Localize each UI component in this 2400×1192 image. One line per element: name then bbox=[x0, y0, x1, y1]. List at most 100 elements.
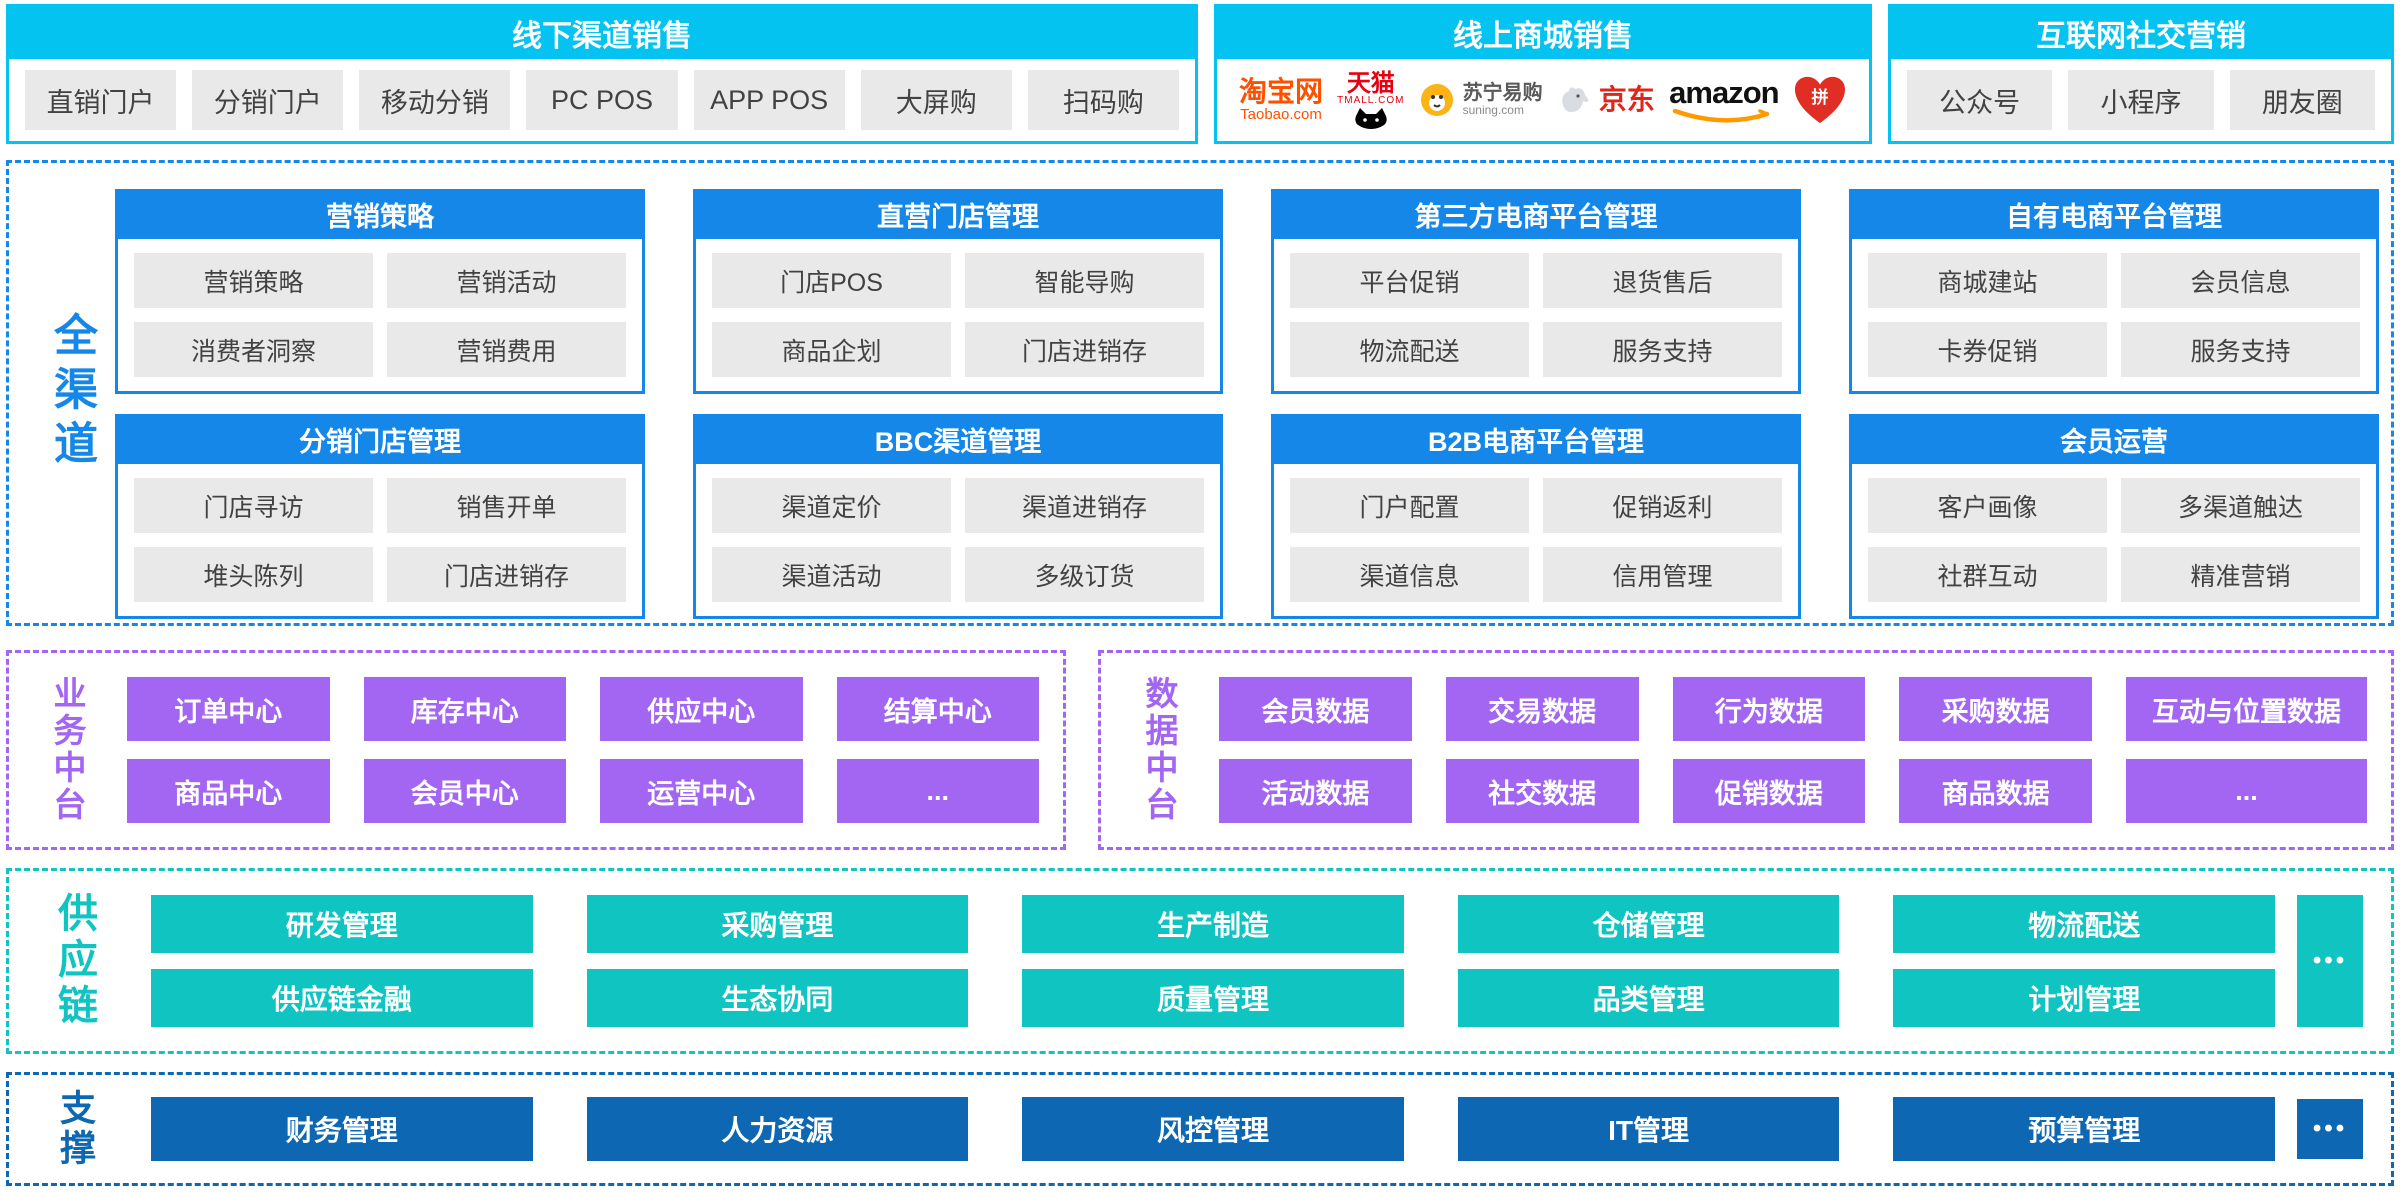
card-third-party-ecommerce: 第三方电商平台管理 平台促销 退货售后 物流配送 服务支持 bbox=[1271, 189, 1801, 394]
social-item-official-account: 公众号 bbox=[1907, 70, 2053, 130]
omni-channel-section: 全渠道 营销策略 营销策略 营销活动 消费者洞察 营销费用 直营门店管理 门店P… bbox=[6, 160, 2394, 626]
card-item: 服务支持 bbox=[2121, 322, 2360, 377]
supply-block-supply-chain-finance: 供应链金融 bbox=[151, 969, 533, 1027]
taobao-logo: 淘宝网 Taobao.com bbox=[1239, 77, 1323, 122]
card-item: 商城建站 bbox=[1868, 253, 2107, 308]
offline-channel-items: 直销门户 分销门户 移动分销 PC POS APP POS 大屏购 扫码购 bbox=[9, 59, 1195, 141]
panel-offline-channel: 线下渠道销售 直销门户 分销门户 移动分销 PC POS APP POS 大屏购… bbox=[6, 4, 1198, 144]
card-item: 渠道信息 bbox=[1290, 547, 1529, 602]
support-more: ••• bbox=[2297, 1099, 2363, 1159]
support-block-budget-mgmt: 预算管理 bbox=[1893, 1097, 2275, 1161]
card-body: 客户画像 多渠道触达 社群互动 精准营销 bbox=[1849, 464, 2379, 619]
card-item: 客户画像 bbox=[1868, 478, 2107, 533]
supply-block-procurement-mgmt: 采购管理 bbox=[586, 895, 969, 953]
business-platform-section: 业务中台 订单中心 库存中心 供应中心 结算中心 商品中心 会员中心 运营中心 … bbox=[6, 650, 1066, 850]
support-label: 支撑 bbox=[55, 1089, 96, 1169]
amazon-smile-icon bbox=[1672, 108, 1770, 122]
card-item: 门店进销存 bbox=[387, 547, 626, 602]
card-title: 第三方电商平台管理 bbox=[1271, 189, 1801, 239]
suning-logo: 苏宁易购 suning.com bbox=[1419, 82, 1543, 118]
offline-item-big-screen: 大屏购 bbox=[860, 70, 1012, 130]
support-grid: 财务管理 人力资源 风控管理 IT管理 预算管理 bbox=[151, 1097, 2275, 1161]
offline-item-app-pos: APP POS bbox=[693, 70, 845, 130]
card-item: 营销活动 bbox=[387, 253, 626, 308]
card-item: 促销返利 bbox=[1543, 478, 1782, 533]
panel-online-mall: 线上商城销售 淘宝网 Taobao.com 天猫 TMALL.COM bbox=[1214, 4, 1872, 144]
card-item: 门店进销存 bbox=[965, 322, 1204, 377]
business-block-inventory-center: 库存中心 bbox=[363, 677, 566, 741]
supply-chain-more: ••• bbox=[2297, 895, 2363, 1027]
data-block-more: ... bbox=[2126, 759, 2367, 823]
card-item: 卡券促销 bbox=[1868, 322, 2107, 377]
card-item: 门店POS bbox=[712, 253, 951, 308]
supply-block-quality-mgmt: 质量管理 bbox=[1022, 969, 1404, 1027]
card-item: 平台促销 bbox=[1290, 253, 1529, 308]
card-item: 多级订货 bbox=[965, 547, 1204, 602]
card-title: BBC渠道管理 bbox=[693, 414, 1223, 464]
card-item: 商品企划 bbox=[712, 322, 951, 377]
omni-row-2: 分销门店管理 门店寻访 销售开单 堆头陈列 门店进销存 BBC渠道管理 渠道定价… bbox=[115, 414, 2379, 619]
card-title: 自有电商平台管理 bbox=[1849, 189, 2379, 239]
data-block-member-data: 会员数据 bbox=[1219, 677, 1412, 741]
tmall-logo: 天猫 TMALL.COM bbox=[1337, 71, 1404, 129]
support-block-risk-mgmt: 风控管理 bbox=[1022, 1097, 1404, 1161]
card-b2b-ecommerce-mgmt: B2B电商平台管理 门户配置 促销返利 渠道信息 信用管理 bbox=[1271, 414, 1801, 619]
support-section: 支撑 财务管理 人力资源 风控管理 IT管理 预算管理 ••• bbox=[6, 1072, 2394, 1186]
data-block-promotion-data: 促销数据 bbox=[1672, 759, 1866, 823]
card-item: 渠道活动 bbox=[712, 547, 951, 602]
data-block-behavior-data: 行为数据 bbox=[1672, 677, 1866, 741]
omni-card-grid: 营销策略 营销策略 营销活动 消费者洞察 营销费用 直营门店管理 门店POS 智… bbox=[115, 189, 2379, 619]
card-title: 营销策略 bbox=[115, 189, 645, 239]
card-item: 社群互动 bbox=[1868, 547, 2107, 602]
business-platform-grid: 订单中心 库存中心 供应中心 结算中心 商品中心 会员中心 运营中心 ... bbox=[127, 677, 1039, 823]
tmall-cat-icon bbox=[1355, 107, 1387, 129]
tmall-subtext: TMALL.COM bbox=[1337, 95, 1405, 107]
omni-channel-label: 全渠道 bbox=[47, 312, 96, 474]
supply-block-warehouse-mgmt: 仓储管理 bbox=[1457, 895, 1840, 953]
data-block-procurement-data: 采购数据 bbox=[1899, 677, 2093, 741]
suning-subtext: suning.com bbox=[1462, 103, 1524, 118]
card-item: 销售开单 bbox=[387, 478, 626, 533]
data-block-product-data: 商品数据 bbox=[1899, 759, 2093, 823]
card-own-ecommerce: 自有电商平台管理 商城建站 会员信息 卡券促销 服务支持 bbox=[1849, 189, 2379, 394]
data-block-social-data: 社交数据 bbox=[1445, 759, 1639, 823]
taobao-subtext: Taobao.com bbox=[1240, 105, 1322, 123]
social-marketing-title: 互联网社交营销 bbox=[1891, 7, 2391, 59]
card-item: 营销费用 bbox=[387, 322, 626, 377]
social-item-moments: 朋友圈 bbox=[2229, 70, 2375, 130]
card-title: 直营门店管理 bbox=[693, 189, 1223, 239]
supply-block-manufacturing: 生产制造 bbox=[1022, 895, 1404, 953]
card-item: 门户配置 bbox=[1290, 478, 1529, 533]
card-direct-store-mgmt: 直营门店管理 门店POS 智能导购 商品企划 门店进销存 bbox=[693, 189, 1223, 394]
offline-item-pc-pos: PC POS bbox=[526, 70, 678, 130]
amazon-text: amazon bbox=[1669, 74, 1779, 110]
offline-channel-title: 线下渠道销售 bbox=[9, 7, 1195, 59]
jd-dog-icon bbox=[1561, 87, 1589, 112]
card-bbc-channel-mgmt: BBC渠道管理 渠道定价 渠道进销存 渠道活动 多级订货 bbox=[693, 414, 1223, 619]
social-marketing-items: 公众号 小程序 朋友圈 bbox=[1891, 59, 2391, 141]
card-title: 会员运营 bbox=[1849, 414, 2379, 464]
top-channel-row: 线下渠道销售 直销门户 分销门户 移动分销 PC POS APP POS 大屏购… bbox=[6, 4, 2394, 144]
card-item: 渠道进销存 bbox=[965, 478, 1204, 533]
omni-row-1: 营销策略 营销策略 营销活动 消费者洞察 营销费用 直营门店管理 门店POS 智… bbox=[115, 189, 2379, 394]
business-block-settlement-center: 结算中心 bbox=[836, 677, 1039, 741]
supply-block-category-mgmt: 品类管理 bbox=[1457, 969, 1840, 1027]
business-block-order-center: 订单中心 bbox=[127, 677, 330, 741]
data-platform-section: 数据中台 会员数据 交易数据 行为数据 采购数据 互动与位置数据 活动数据 社交… bbox=[1098, 650, 2394, 850]
jd-logo: 京东 bbox=[1557, 83, 1655, 117]
card-body: 营销策略 营销活动 消费者洞察 营销费用 bbox=[115, 239, 645, 394]
suning-lion-icon bbox=[1420, 84, 1453, 116]
data-block-transaction-data: 交易数据 bbox=[1445, 677, 1639, 741]
card-body: 门店POS 智能导购 商品企划 门店进销存 bbox=[693, 239, 1223, 394]
card-body: 平台促销 退货售后 物流配送 服务支持 bbox=[1271, 239, 1801, 394]
data-platform-grid: 会员数据 交易数据 行为数据 采购数据 互动与位置数据 活动数据 社交数据 促销… bbox=[1219, 677, 2367, 823]
amazon-logo: amazon bbox=[1669, 74, 1780, 124]
card-item: 精准营销 bbox=[2121, 547, 2360, 602]
card-item: 信用管理 bbox=[1543, 547, 1782, 602]
business-block-product-center: 商品中心 bbox=[127, 759, 330, 823]
jd-text: 京东 bbox=[1598, 84, 1655, 116]
supply-block-eco-collaboration: 生态协同 bbox=[586, 969, 969, 1027]
suning-text: 苏宁易购 bbox=[1462, 82, 1543, 105]
card-body: 商城建站 会员信息 卡券促销 服务支持 bbox=[1849, 239, 2379, 394]
business-platform-label: 业务中台 bbox=[49, 676, 86, 824]
